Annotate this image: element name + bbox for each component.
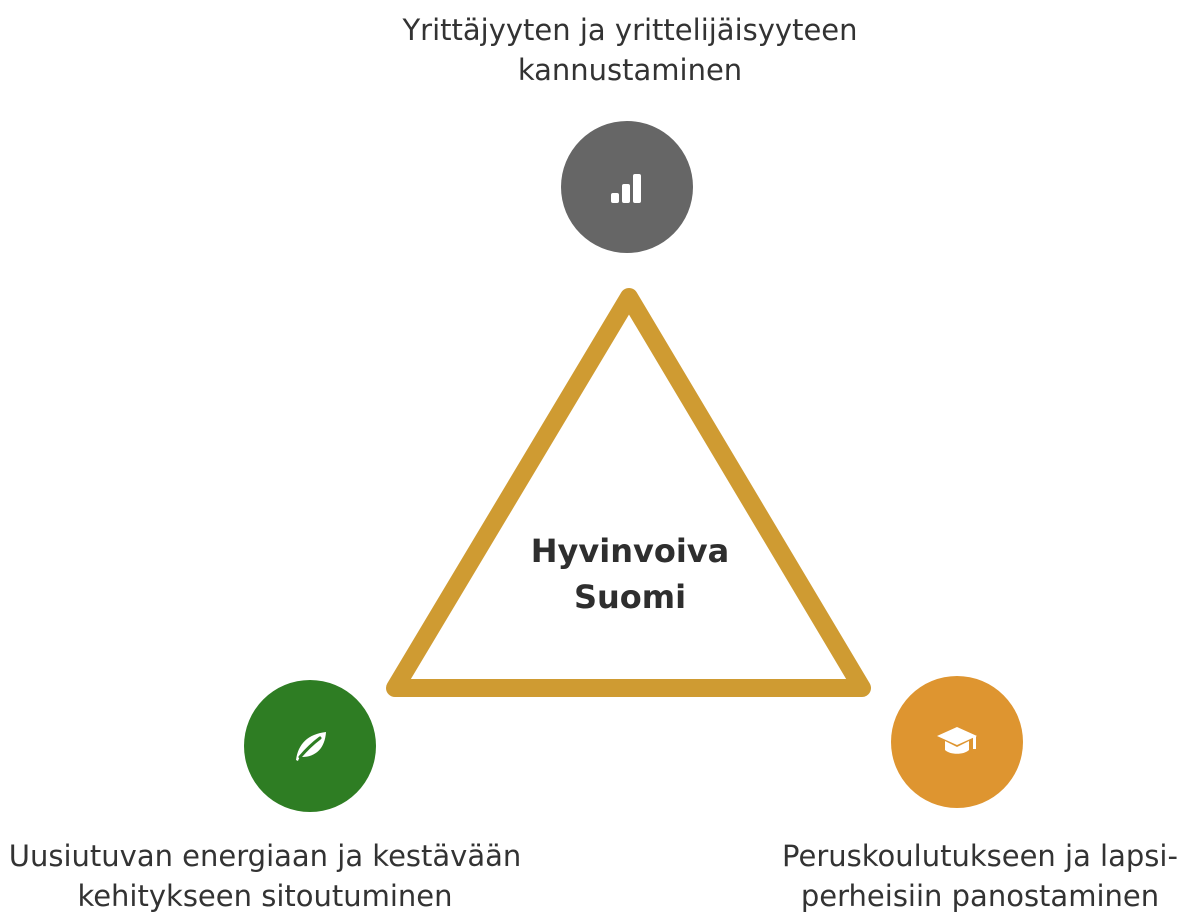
- node-right-label-line2: perheisiin panostaminen: [800, 879, 1160, 913]
- node-right-label-line1: Peruskoulutukseen ja lapsi-: [782, 839, 1178, 873]
- node-top-circle: [561, 121, 693, 253]
- node-top-label: Yrittäjyyten ja yrittelijäisyyteen kannu…: [330, 10, 930, 90]
- graduation-cap-icon: [937, 727, 977, 754]
- node-top-label-line2: kannustaminen: [517, 53, 743, 87]
- center-title: Hyvinvoiva Suomi: [480, 528, 780, 620]
- node-right-circle: [891, 676, 1023, 808]
- leaf-icon: [296, 732, 326, 761]
- node-right-label: Peruskoulutukseen ja lapsi- perheisiin p…: [760, 836, 1200, 916]
- node-top-label-line1: Yrittäjyyten ja yrittelijäisyyteen: [402, 13, 858, 47]
- node-left-label-line2: kehitykseen sitoutuminen: [77, 879, 453, 913]
- node-left-label: Uusiutuvan energiaan ja kestävään kehity…: [0, 836, 530, 916]
- node-left-circle: [244, 680, 376, 812]
- node-left-label-line1: Uusiutuvan energiaan ja kestävään: [8, 839, 522, 873]
- center-title-line2: Suomi: [573, 578, 687, 616]
- central-triangle: [386, 288, 871, 697]
- center-title-line1: Hyvinvoiva: [530, 532, 730, 570]
- bar-chart-icon: [611, 174, 641, 203]
